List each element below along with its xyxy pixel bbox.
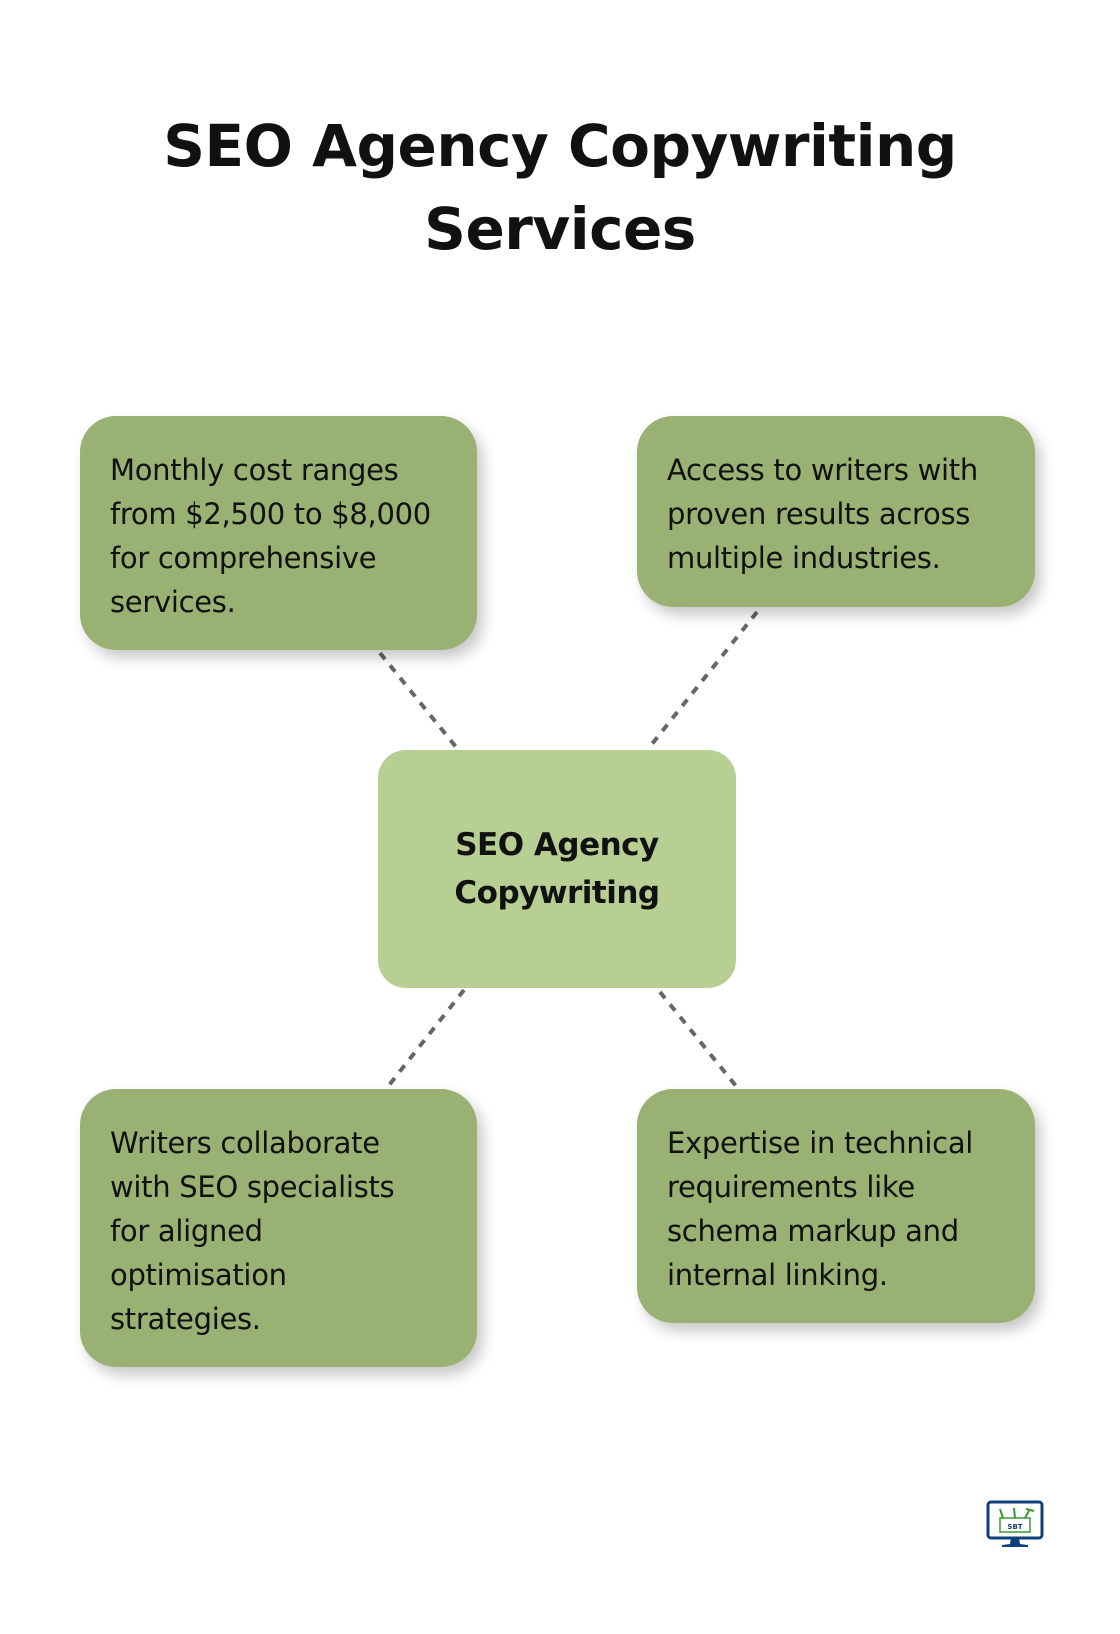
title-line: Services bbox=[424, 195, 696, 263]
node-writers-access: Access to writers with proven results ac… bbox=[637, 416, 1035, 607]
node-text: proven results across bbox=[667, 497, 971, 531]
connector-bottom-right bbox=[658, 990, 738, 1088]
node-text: schema markup and bbox=[667, 1214, 959, 1248]
node-collaboration: Writers collaborate with SEO specialists… bbox=[80, 1089, 477, 1367]
node-text: Monthly cost ranges bbox=[110, 453, 399, 487]
node-text: for aligned bbox=[110, 1214, 263, 1248]
monitor-toolbox-logo: SBT bbox=[986, 1500, 1044, 1547]
connector-top-right bbox=[646, 610, 759, 751]
node-technical-expertise: Expertise in technical requirements like… bbox=[637, 1089, 1035, 1323]
center-text: SEO Agency bbox=[455, 827, 659, 863]
title-line: SEO Agency Copywriting bbox=[163, 112, 957, 180]
node-text: Access to writers with bbox=[667, 453, 978, 487]
node-text: strategies. bbox=[110, 1302, 261, 1336]
node-text: Writers collaborate bbox=[110, 1126, 380, 1160]
node-text: multiple industries. bbox=[667, 541, 941, 575]
connector-bottom-left bbox=[384, 988, 466, 1091]
node-text: with SEO specialists bbox=[110, 1170, 395, 1204]
node-text: internal linking. bbox=[667, 1258, 888, 1292]
logo-text: SBT bbox=[1007, 1523, 1022, 1531]
node-text: from $2,500 to $8,000 bbox=[110, 497, 431, 531]
node-text: Expertise in technical bbox=[667, 1126, 974, 1160]
node-monthly-cost: Monthly cost ranges from $2,500 to $8,00… bbox=[80, 416, 477, 650]
node-text: for comprehensive bbox=[110, 541, 377, 575]
center-text: Copywriting bbox=[454, 875, 660, 911]
connector-top-left bbox=[378, 651, 458, 749]
node-text: optimisation bbox=[110, 1258, 287, 1292]
center-node: SEO Agency Copywriting bbox=[378, 750, 736, 988]
node-text: services. bbox=[110, 585, 236, 619]
node-text: requirements like bbox=[667, 1170, 915, 1204]
page-title: SEO Agency Copywriting Services bbox=[0, 105, 1120, 271]
